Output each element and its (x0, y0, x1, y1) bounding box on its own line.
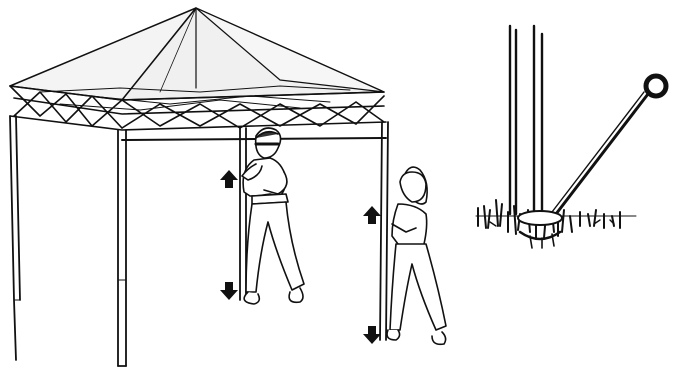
canopy-tent (10, 8, 388, 366)
canopy-roof (10, 8, 384, 100)
stake-detail (476, 26, 666, 248)
arrow-up-icon (220, 170, 238, 188)
ground-stake (552, 76, 666, 214)
arrow-up-icon (363, 206, 381, 224)
man-figure (242, 128, 304, 304)
direction-arrows (220, 170, 381, 344)
arrow-down-icon (220, 282, 238, 300)
leg-poles-detail (510, 26, 542, 214)
woman-figure (387, 167, 446, 344)
arrow-down-icon (363, 326, 381, 344)
canopy-legs (10, 116, 388, 366)
